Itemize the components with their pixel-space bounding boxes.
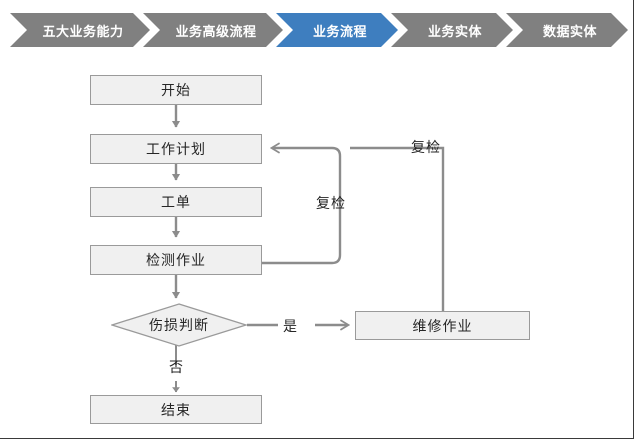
node-maintenance-task-label: 维修作业 (412, 317, 473, 334)
diamond-shape-icon (111, 303, 247, 347)
edge-label-yes: 是 (283, 318, 298, 334)
node-inspection-task-label: 检测作业 (146, 252, 206, 268)
node-start-label: 开始 (161, 82, 191, 98)
node-end[interactable]: 结束 (90, 395, 262, 424)
node-damage-decision-label: 伤损判断 (149, 317, 209, 333)
node-work-plan-label: 工作计划 (146, 141, 206, 157)
node-damage-decision[interactable]: 伤损判断 (111, 303, 247, 347)
edge-label-reinspect-outer: 复检 (411, 139, 441, 155)
node-work-plan[interactable]: 工作计划 (90, 134, 262, 164)
node-work-order-label: 工单 (161, 194, 191, 210)
node-maintenance-task[interactable]: 维修作业 (355, 311, 530, 340)
edge-label-reinspect-inner: 复检 (316, 195, 346, 211)
node-start[interactable]: 开始 (90, 75, 262, 105)
node-end-label: 结束 (161, 401, 191, 418)
node-work-order[interactable]: 工单 (90, 187, 262, 217)
node-inspection-task[interactable]: 检测作业 (90, 245, 262, 275)
edge-label-no: 否 (169, 359, 184, 375)
